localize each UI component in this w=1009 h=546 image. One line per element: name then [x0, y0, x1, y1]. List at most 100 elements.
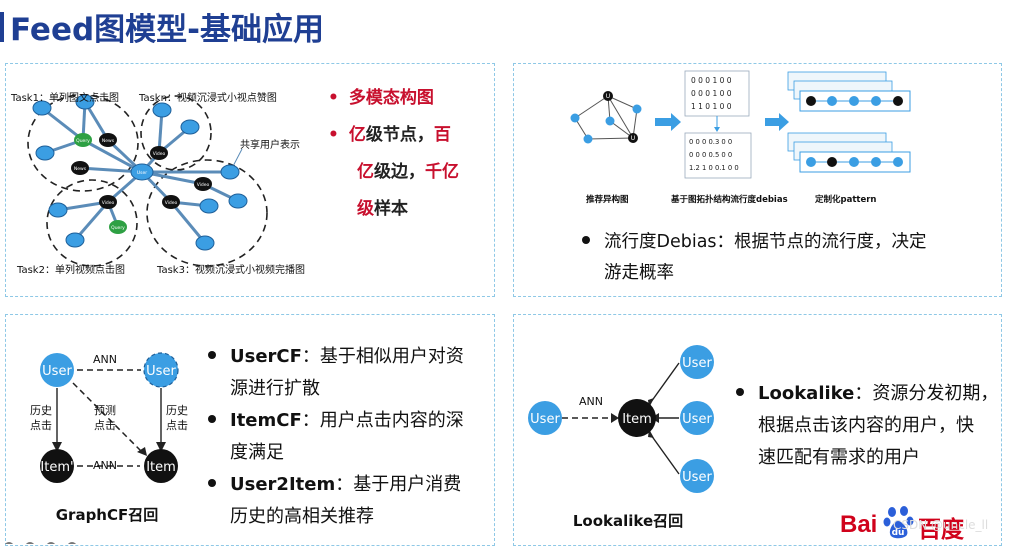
item-node — [144, 449, 178, 483]
toolbar-icon[interactable] — [25, 542, 36, 544]
usercf-term: UserCF — [230, 346, 302, 367]
weighted-matrix — [684, 132, 752, 179]
user-node — [75, 94, 95, 110]
toolbar-icon[interactable] — [4, 542, 14, 544]
caption-debias: 基于图拓扑结构流行度debias — [670, 194, 788, 205]
node-label: Item' — [40, 460, 73, 475]
matrix-row: 0 0 0 0.3 0 0 — [689, 138, 732, 146]
title-accent-bar — [0, 12, 4, 42]
video-node — [194, 177, 212, 191]
node-label: U — [631, 135, 635, 142]
usercf-desc: ：基于相似用户对资 — [301, 346, 464, 367]
bullet-dot-icon — [208, 351, 216, 359]
node-label: Item — [622, 412, 652, 427]
usercf-desc-2: 源进行扩散 — [230, 378, 320, 399]
hist-right-label-2: 点击 — [166, 419, 188, 432]
panel-debias — [513, 63, 1002, 297]
node-label: Video — [165, 200, 178, 206]
task3-region — [146, 159, 268, 267]
bullet-item: 级样本 — [357, 199, 408, 219]
user2item-term: User2Item — [230, 474, 336, 495]
u-node — [603, 91, 613, 101]
graphcf-diagram: User User Item' Item ANN ANN 历史 点击 预测 点击… — [30, 352, 188, 524]
baidu-logo: Bai du 百度 — [840, 506, 995, 543]
node-label: User — [530, 412, 560, 427]
node-label: User — [137, 170, 147, 176]
pattern-stack-bottom — [787, 132, 911, 173]
debias-line1: 流行度Debias：根据节点的流行度，决定 — [604, 232, 927, 252]
bullet-item: •多模态构图 — [328, 88, 434, 108]
watermark: CSDN @uncle_ll — [893, 518, 989, 532]
item-prime-node — [40, 449, 74, 483]
user-node — [199, 198, 219, 214]
itemcf-term: ItemCF — [230, 410, 302, 431]
panel-multimodal-graph — [5, 63, 495, 297]
bullet-item: •亿级节点，百 — [328, 125, 451, 145]
toolbar-icon[interactable] — [67, 542, 78, 544]
hist-left-label-2: 点击 — [30, 419, 52, 432]
ann-label: ANN — [93, 353, 117, 366]
pattern-stack-top — [787, 71, 911, 112]
toolbar-icon[interactable] — [46, 542, 57, 544]
bullet-dot-icon — [208, 415, 216, 423]
user-node — [680, 459, 714, 493]
task2-label: Task2：单列视频点击图 — [16, 263, 125, 276]
bullet-item: 亿级边，千亿 — [357, 162, 459, 182]
node-label: Video — [102, 200, 115, 206]
node-label: Query — [111, 225, 125, 231]
user-node — [220, 164, 240, 180]
task2-region — [46, 179, 138, 267]
lookalike-desc: ：资源分发初期， — [854, 383, 999, 404]
node-label: Video — [153, 151, 166, 157]
query-node — [74, 133, 92, 147]
page-title: Feed图模型-基础应用 — [10, 12, 325, 48]
shared-user-label: 共享用户表示 — [240, 138, 300, 151]
lookalike-term: Lookalike — [758, 383, 855, 404]
lookalike-desc-3: 速匹配有需求的用户 — [758, 447, 920, 468]
node-label: User — [42, 364, 72, 379]
lookalike-diagram: User Item User User User ANN Lookalike召回 — [528, 345, 714, 530]
matrix-row: 0 0 0 1 0 0 — [691, 89, 732, 98]
i-node — [570, 113, 580, 123]
node-label: User — [682, 356, 712, 371]
pred-label-2: 点击 — [94, 419, 116, 432]
node-label: Query — [76, 138, 90, 144]
taskn-region — [140, 95, 212, 171]
panel4-bullets: Lookalike：资源分发初期， 根据点击该内容的用户，快 速匹配有需求的用户 — [736, 378, 998, 474]
adjacency-matrix — [684, 70, 750, 117]
user-node — [195, 235, 215, 251]
bullet-dot-icon — [582, 236, 590, 244]
node-label: Item — [146, 460, 176, 475]
taskn-label: Taskn：视频沉浸式小视点赞图 — [138, 91, 277, 104]
video-node — [150, 146, 168, 160]
graphcf-caption: GraphCF召回 — [56, 506, 159, 524]
user-node — [228, 193, 248, 209]
video-node — [162, 195, 180, 209]
user-node — [528, 401, 562, 435]
i-node — [605, 116, 615, 126]
svg-text:du: du — [892, 528, 905, 538]
bullet-dot-icon — [208, 479, 216, 487]
i-node — [632, 104, 642, 114]
task1-label: Task1：单列图文点击图 — [10, 91, 119, 104]
hist-left-label-1: 历史 — [30, 404, 52, 417]
debias-pipeline-diagram: U U 0 0 0 1 0 0 0 0 0 1 0 0 1 1 0 1 0 0 … — [570, 70, 911, 205]
news-node — [71, 161, 89, 175]
ann-label: ANN — [579, 395, 603, 408]
hist-right-label-1: 历史 — [166, 404, 188, 417]
arrow-icon — [655, 113, 681, 131]
paw-icon: du — [883, 506, 914, 539]
node-label: U — [606, 93, 610, 100]
user-node — [40, 353, 74, 387]
panel1-bullets: •多模态构图 •亿级节点，百 亿级边，千亿 级样本 — [328, 80, 459, 228]
query-node — [109, 220, 127, 234]
item-node — [618, 399, 656, 437]
pred-label-1: 预测 — [94, 404, 116, 417]
node-label: User — [682, 470, 712, 485]
lookalike-caption: Lookalike召回 — [573, 512, 683, 530]
user2item-desc-2: 历史的高相关推荐 — [230, 506, 374, 527]
slide-toolbar[interactable] — [4, 537, 84, 544]
matrix-row: 0 0 0 1 0 0 — [691, 76, 732, 85]
center-user-node — [130, 163, 154, 181]
panel3-bullets: UserCF：基于相似用户对资 源进行扩散 ItemCF：用户点击内容的深 度满… — [208, 341, 464, 533]
